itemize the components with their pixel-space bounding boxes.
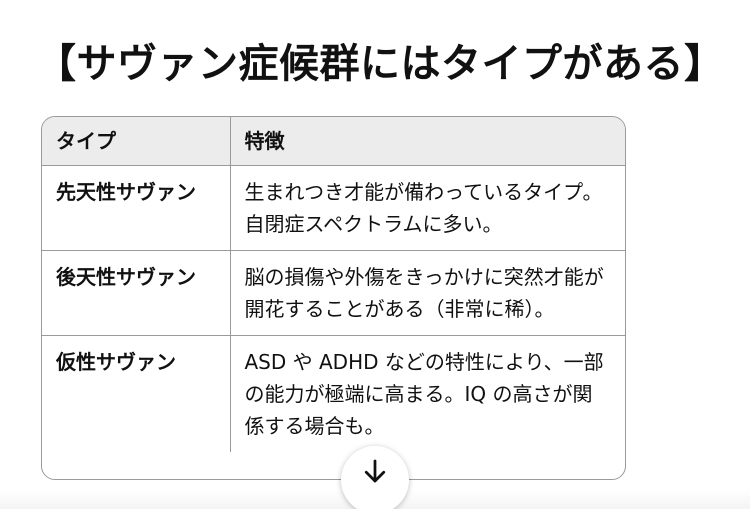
header-feature: 特徴: [229, 117, 625, 166]
table-header-row: タイプ 特徴: [42, 117, 625, 166]
savant-types-table: タイプ 特徴 先天性サヴァン 生まれつき才能が備わっているタイプ。自閉症スペクト…: [41, 116, 626, 480]
feature-cell: ASD や ADHD などの特性により、一部の能力が極端に高まる。IQ の高さが…: [229, 335, 625, 452]
header-type: タイプ: [42, 117, 230, 166]
type-cell: 仮性サヴァン: [56, 350, 176, 374]
section-heading: 【サヴァン症候群にはタイプがある】: [36, 41, 725, 87]
feature-cell: 生まれつき才能が備わっているタイプ。自閉症スペクトラムに多い。: [229, 165, 625, 251]
table-row: 仮性サヴァン ASD や ADHD などの特性により、一部の能力が極端に高まる。…: [42, 335, 625, 452]
type-cell: 後天性サヴァン: [42, 250, 230, 336]
type-cell: 先天性サヴァン: [42, 165, 230, 251]
table-row: 後天性サヴァン 脳の損傷や外傷をきっかけに突然才能が開花することがある（非常に稀…: [42, 250, 625, 336]
feature-cell: 脳の損傷や外傷をきっかけに突然才能が開花することがある（非常に稀）。: [229, 250, 625, 336]
scroll-to-bottom-button[interactable]: [341, 446, 409, 509]
table-row: 先天性サヴァン 生まれつき才能が備わっているタイプ。自閉症スペクトラムに多い。: [42, 165, 625, 251]
arrow-down-icon: [360, 459, 390, 490]
